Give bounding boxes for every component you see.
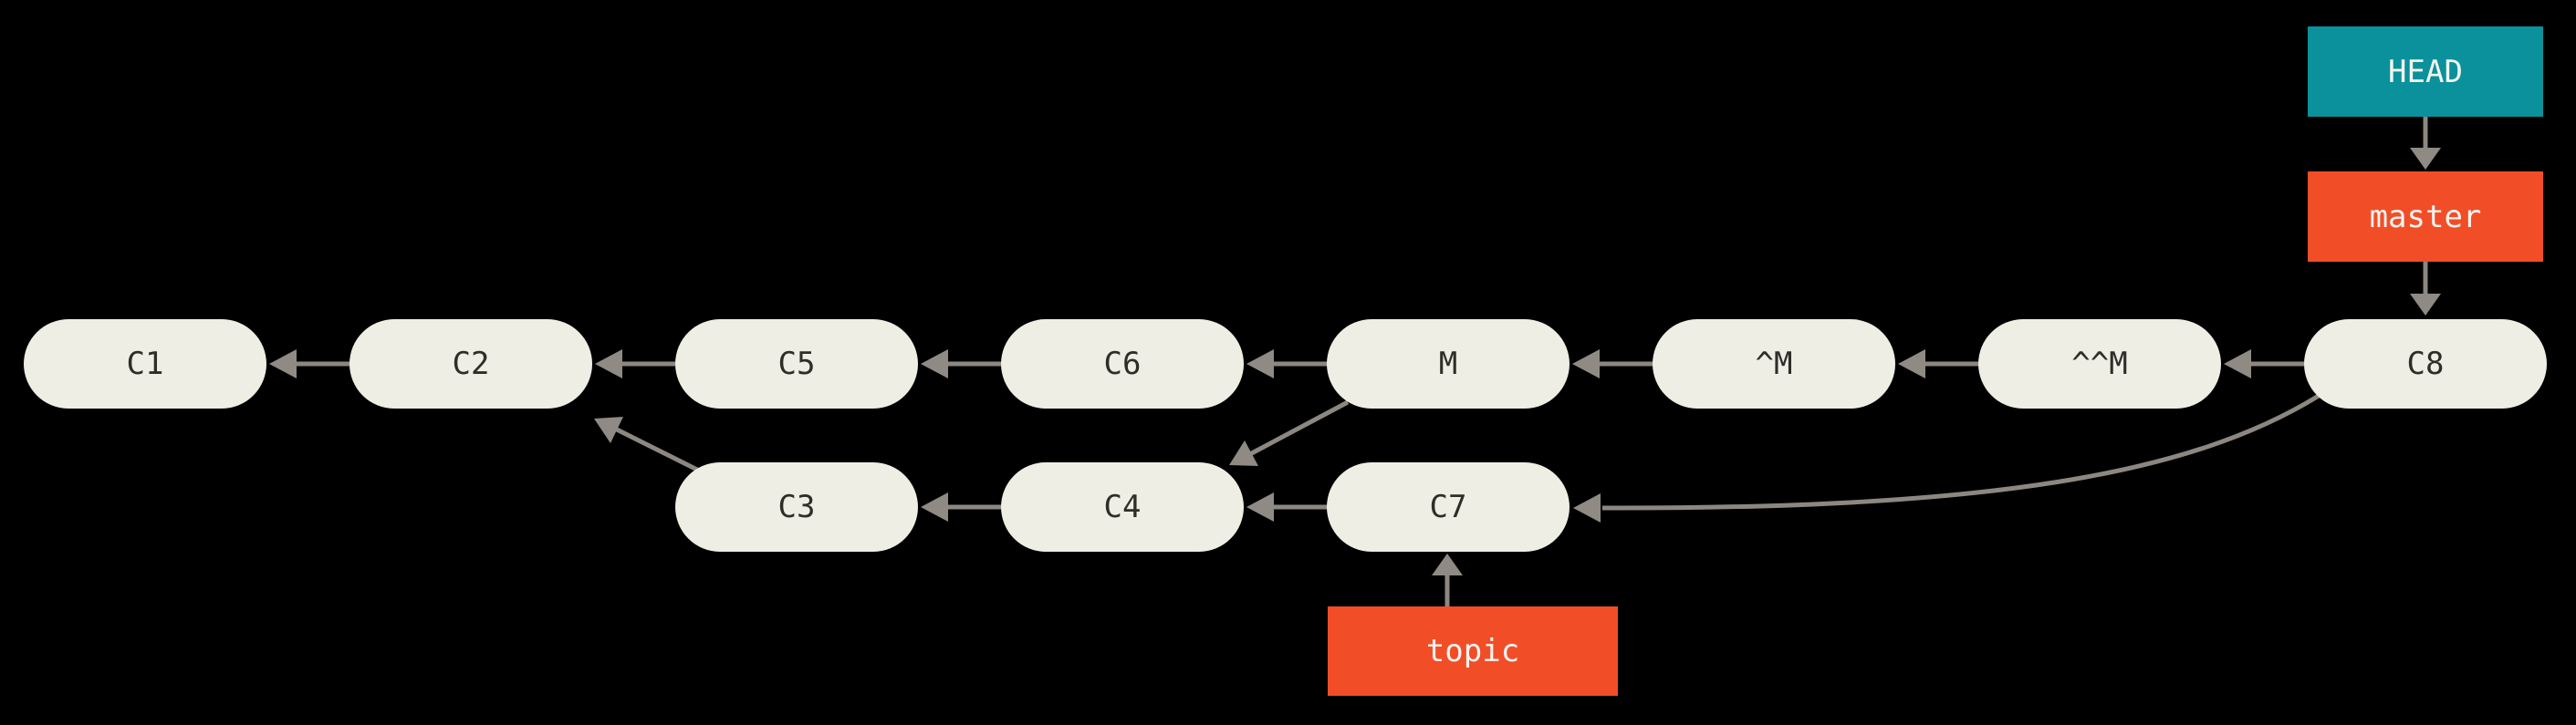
commit-node-c4: C4 <box>1001 462 1244 552</box>
edge-topic-c7 <box>1432 554 1463 606</box>
master-branch-label: master <box>2370 199 2482 235</box>
edge-master-c8 <box>2410 262 2441 316</box>
commit-node-c1: C1 <box>24 319 266 409</box>
edge-c6-c5 <box>921 349 1003 378</box>
ref-box-master: master <box>2308 171 2543 262</box>
commit-node-c3: C3 <box>675 462 918 552</box>
edge-head-master <box>2410 117 2441 170</box>
topic-branch-label: topic <box>1426 633 1519 669</box>
commit-label-c3: C3 <box>778 489 816 525</box>
commit-label-c6: C6 <box>1104 346 1142 382</box>
ref-box-topic: topic <box>1328 606 1618 696</box>
head-label: HEAD <box>2388 54 2463 90</box>
edge-c5-c2 <box>595 349 677 378</box>
edge-caretm-m <box>1572 349 1654 378</box>
commit-node-c6: C6 <box>1001 319 1244 409</box>
commit-label-caret-m: ^M <box>1756 346 1793 382</box>
commit-node-m: M <box>1327 319 1570 409</box>
commit-label-c7: C7 <box>1430 489 1467 525</box>
commit-label-c4: C4 <box>1104 489 1142 525</box>
commit-node-caret-m: ^M <box>1653 319 1895 409</box>
commit-label-m: M <box>1439 346 1457 382</box>
edge-m-c4-diagonal <box>1229 399 1350 466</box>
edge-c3-c2-diagonal <box>594 417 703 474</box>
commit-label-c8: C8 <box>2407 346 2445 382</box>
edge-doublecaretm-caretm <box>1898 349 1980 378</box>
commit-node-c5: C5 <box>675 319 918 409</box>
commit-node-c2: C2 <box>349 319 592 409</box>
commit-node-c7: C7 <box>1327 462 1570 552</box>
edge-m-c6 <box>1246 349 1329 378</box>
commit-node-double-caret-m: ^^M <box>1978 319 2221 409</box>
edge-c8-doublecaretm <box>2224 349 2306 378</box>
commit-label-double-caret-m: ^^M <box>2071 346 2127 382</box>
edge-c7-c4 <box>1246 492 1329 522</box>
commit-label-c1: C1 <box>127 346 164 382</box>
edge-c8-c7-curve <box>1573 393 2320 523</box>
commit-label-c5: C5 <box>778 346 816 382</box>
edge-c4-c3 <box>921 492 1003 522</box>
ref-box-head: HEAD <box>2308 26 2543 117</box>
commit-label-c2: C2 <box>453 346 490 382</box>
commit-node-c8: C8 <box>2304 319 2547 409</box>
edge-c2-c1 <box>269 349 351 378</box>
